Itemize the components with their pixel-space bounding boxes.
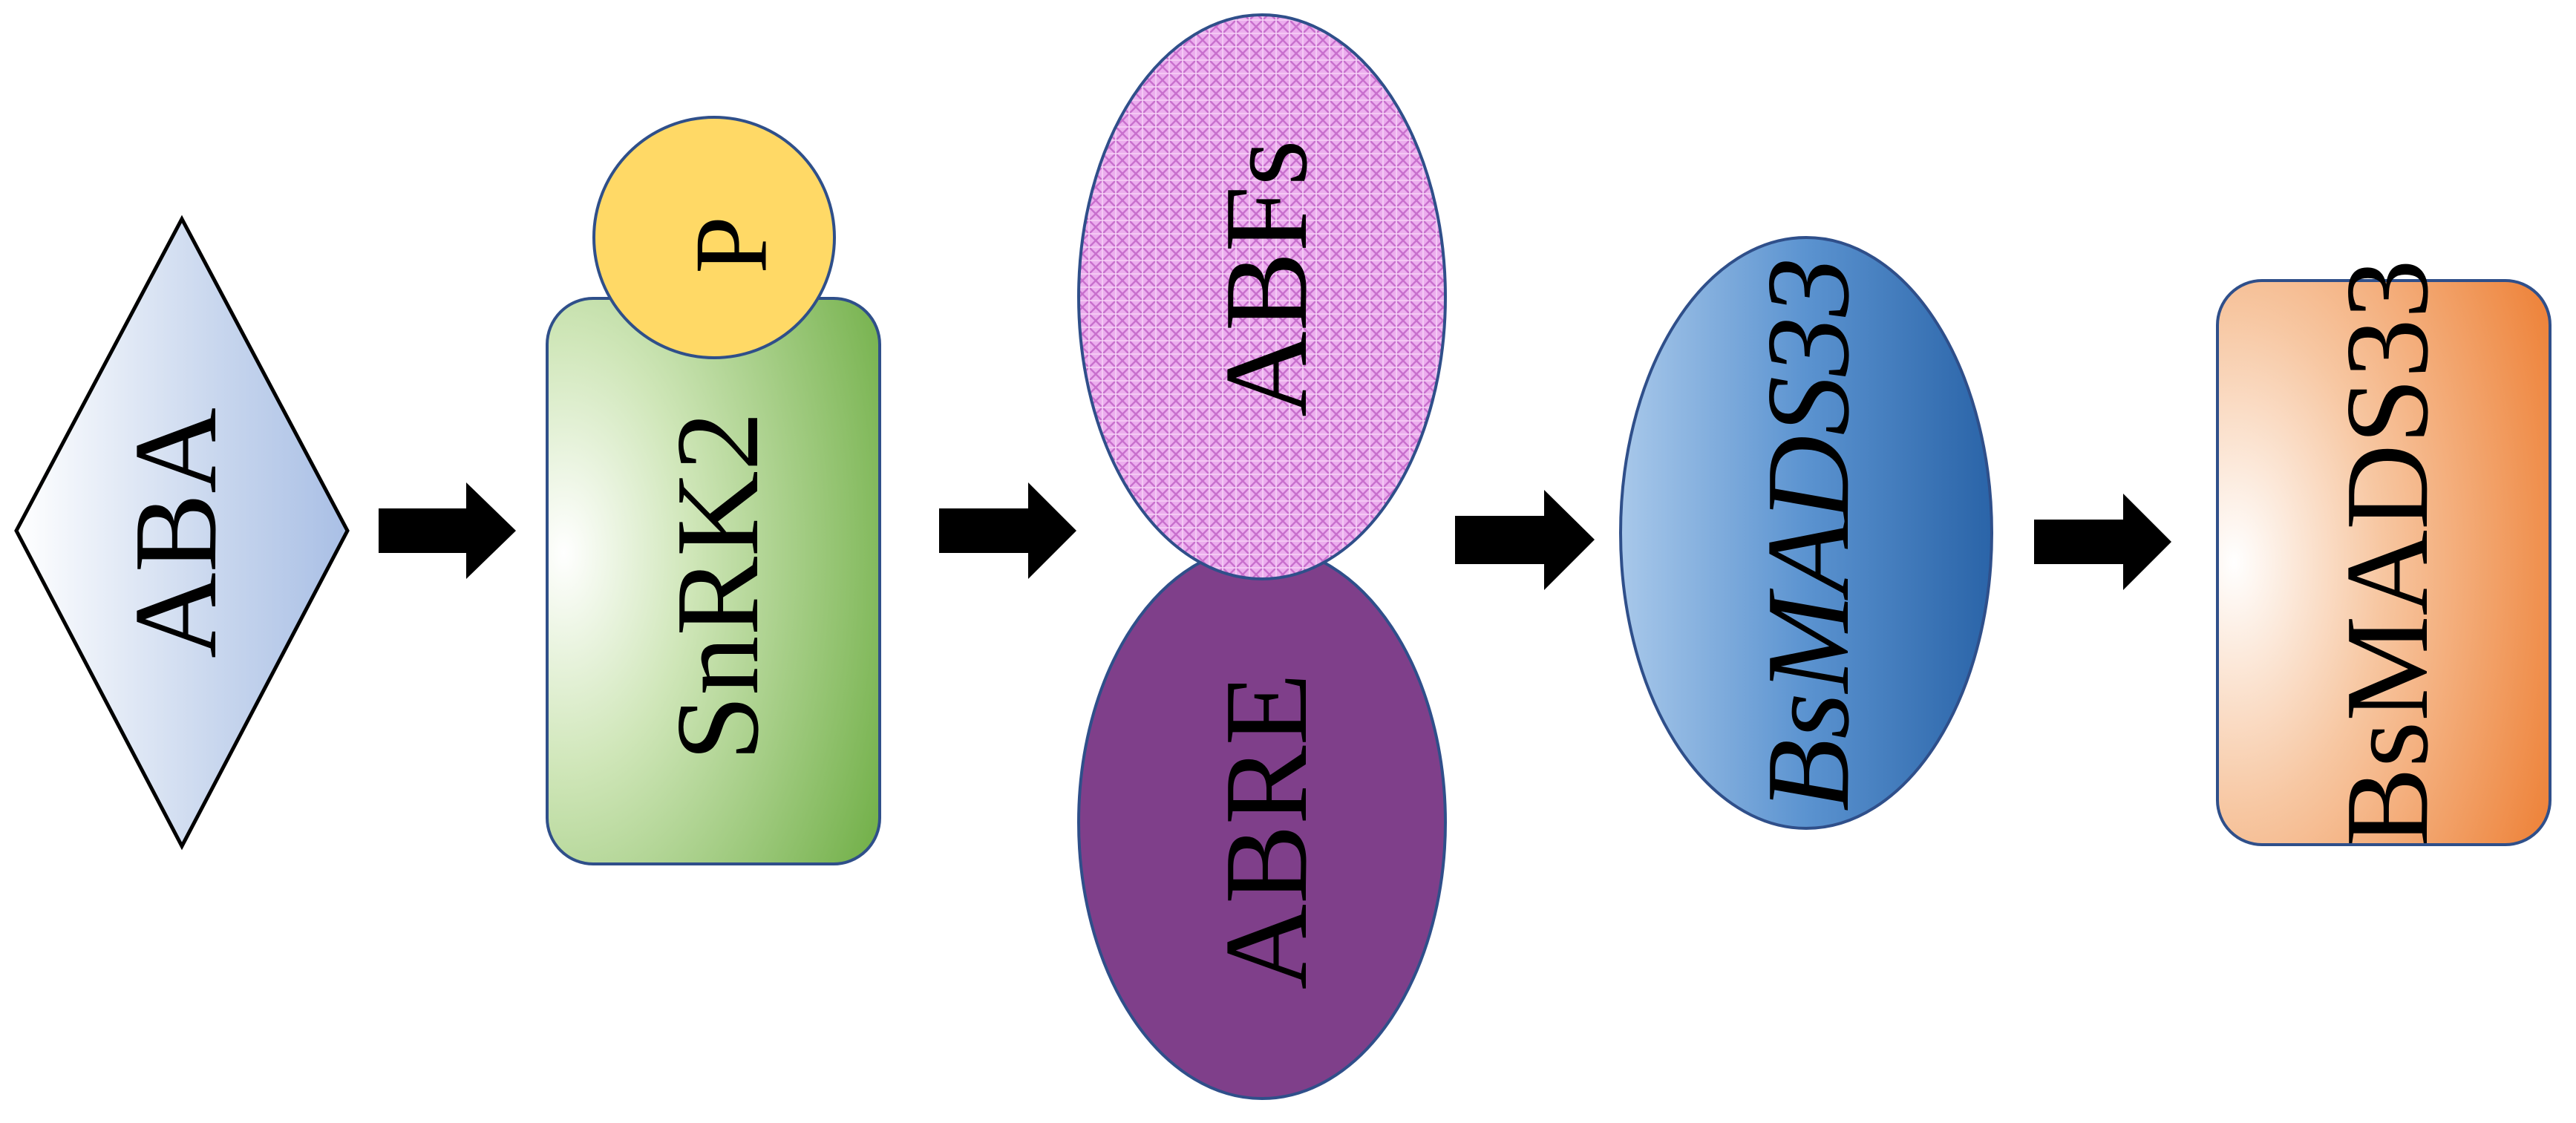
bsmads33-gene-label: BsMADS33 bbox=[1742, 258, 1874, 812]
bsmads33-gene-node: BsMADS33 bbox=[1619, 236, 1993, 830]
abfs-node: ABFs bbox=[1077, 13, 1447, 580]
aba-node: ABA bbox=[14, 215, 350, 851]
aba-label: ABA bbox=[109, 407, 241, 658]
phosphate-label: P bbox=[674, 216, 789, 274]
aba-diamond bbox=[14, 215, 350, 851]
bsmads33-protein-box bbox=[2216, 279, 2552, 846]
abre-label: ABRE bbox=[1200, 673, 1332, 990]
arrow-snrk2-to-abfs bbox=[939, 482, 1076, 579]
bsmads33-gene-ellipse bbox=[1619, 236, 1993, 830]
abfs-ellipse bbox=[1077, 13, 1447, 580]
arrow-abre-to-bsmads33-gene bbox=[1455, 490, 1595, 590]
arrow-bsmads33-gene-to-protein bbox=[2034, 494, 2171, 590]
bsmads33-protein-label: BsMADS33 bbox=[2321, 259, 2453, 846]
abre-node: ABRE bbox=[1077, 545, 1447, 1100]
phosphate-circle bbox=[592, 116, 836, 359]
bsmads33-protein-node: BsMADS33 bbox=[2216, 259, 2552, 847]
snrk2-node: SnRK2 bbox=[546, 297, 881, 865]
abfs-label: ABFs bbox=[1200, 140, 1332, 417]
snrk2-label: SnRK2 bbox=[651, 411, 783, 761]
phosphate-node: P bbox=[592, 116, 836, 359]
arrow-aba-to-snrk2 bbox=[379, 482, 516, 579]
